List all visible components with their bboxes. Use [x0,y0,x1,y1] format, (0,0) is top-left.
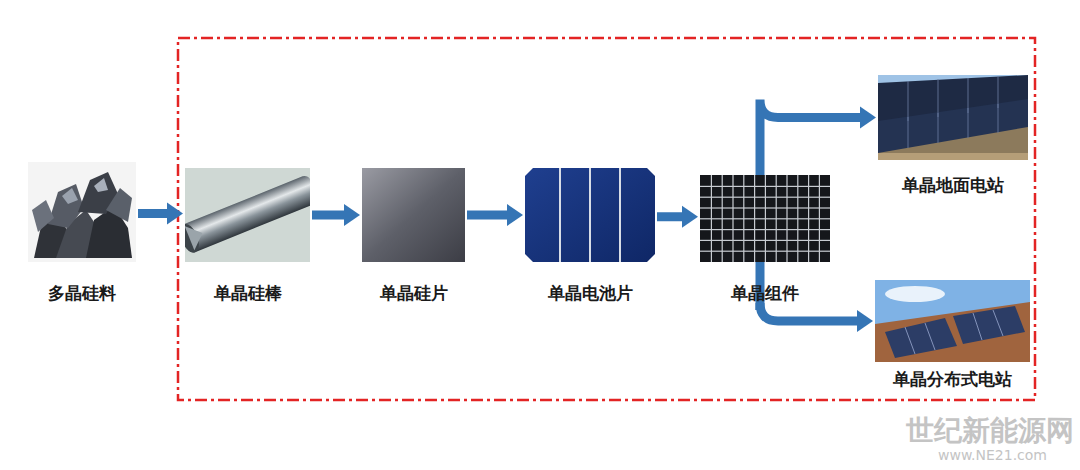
arrow-shaft [760,303,858,321]
stage-label: 单晶硅棒 [185,282,310,304]
product-picture [700,175,830,262]
watermark-url: www.NE21.com [938,447,1047,463]
flow-arrow [760,303,873,332]
product-picture [185,168,310,262]
cell-node: 单晶电池片 [525,168,655,304]
polysilicon-node: 多晶硅料 [28,162,136,304]
stage-label: 单晶组件 [700,282,830,304]
watermark: 世纪新能源网 [906,412,1074,450]
module-node: 单晶组件 [700,175,830,304]
arrow-shaft [312,211,345,220]
stage-label: 单晶分布式电站 [875,368,1030,390]
arrow-head [682,206,698,228]
ground-plant-node: 单晶地面电站 [878,75,1028,196]
arrow-shaft [657,212,683,221]
arrow-shaft [467,211,508,220]
stage-label: 单晶电池片 [525,282,655,304]
stage-label: 多晶硅料 [28,282,136,304]
arrow-head [507,204,523,226]
arrow-shaft [138,209,168,218]
rooftop-plant-node: 单晶分布式电站 [875,280,1030,390]
arrow-head [344,204,360,226]
flow-arrow [312,204,360,226]
flow-arrow [467,204,523,226]
arrow-head [857,310,873,332]
product-picture [525,168,655,262]
flow-arrow [657,206,698,228]
wafer-node: 单晶硅片 [362,168,465,304]
arrow-head [860,107,876,129]
product-picture [875,280,1030,362]
arrow-head [167,203,183,225]
ingot-node: 单晶硅棒 [185,168,310,304]
dash-dot-frame [178,38,1035,400]
stage-label: 单晶硅片 [362,282,465,304]
stage-label: 单晶地面电站 [878,174,1028,196]
flow-arrow [138,203,183,225]
product-picture [362,168,465,262]
product-picture [878,75,1028,160]
product-picture [28,162,136,262]
